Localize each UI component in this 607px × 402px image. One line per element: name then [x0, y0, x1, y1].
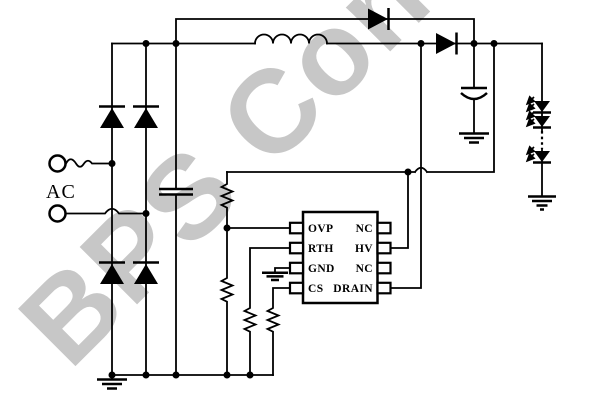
output-cap-ground-icon — [459, 132, 489, 144]
ic-pin-nc1 — [376, 221, 392, 235]
led-ground-icon — [528, 195, 556, 211]
bulk-capacitor — [159, 187, 193, 196]
ic-pin-gnd — [288, 261, 305, 275]
gnd-pin-wire — [274, 267, 291, 273]
ic-pin-cs — [288, 281, 305, 295]
output-capacitor — [460, 42, 488, 134]
ic-pin-label-rth: RTH — [308, 243, 334, 255]
resistor-r2 — [219, 227, 235, 376]
junction-dots — [108, 40, 498, 379]
led-2 — [525, 110, 551, 129]
ic-pin-label-hv: HV — [355, 243, 373, 255]
bridge-diode-4 — [133, 261, 159, 284]
resistor-r3 — [242, 247, 291, 376]
drain-pin-wire — [389, 42, 422, 289]
resistor-r4 — [265, 287, 291, 376]
ovp-feedback-wire — [226, 42, 495, 174]
ic-pin-label-gnd: GND — [308, 263, 335, 275]
resistor-r1 — [219, 171, 235, 229]
ic-pin-hv — [376, 241, 392, 255]
inductor — [254, 33, 328, 45]
output-diode — [436, 32, 458, 55]
ic-pin-nc2 — [376, 261, 392, 275]
ac-label: AC — [46, 181, 76, 203]
ac-terminal-2 — [48, 204, 147, 223]
ic-pin-label-drain: DRAIN — [333, 283, 373, 295]
top-line-diode — [368, 8, 390, 30]
fuse-squiggle-icon — [64, 158, 113, 168]
controller-ic: OVP RTH GND CS NC HV NC DRAIN — [288, 210, 392, 305]
ic-pin-label-ovp: OVP — [308, 223, 333, 235]
led-1 — [525, 95, 551, 114]
hv-pin-wire — [389, 171, 409, 249]
gnd-pin-ground-icon — [262, 271, 288, 282]
ac-terminal-1 — [48, 154, 67, 173]
bridge-diode-1 — [99, 105, 125, 128]
top-rail-wire — [175, 18, 475, 45]
ic-pin-rth — [288, 241, 305, 255]
led-3 — [525, 145, 551, 164]
ic-pin-label-nc2: NC — [356, 263, 373, 275]
ic-pin-label-nc1: NC — [356, 223, 373, 235]
ic-pin-label-cs: CS — [308, 283, 324, 295]
ic-pin-ovp — [288, 221, 305, 235]
bridge-diode-3 — [99, 261, 125, 284]
ic-pin-drain — [376, 281, 392, 295]
bridge-diode-2 — [133, 105, 159, 128]
